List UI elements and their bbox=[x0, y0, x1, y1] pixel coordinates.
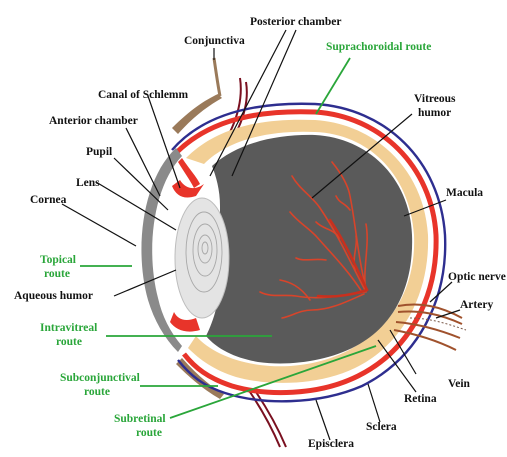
label-topical-route-line1: Topical bbox=[40, 254, 76, 266]
label-lens: Lens bbox=[76, 177, 100, 189]
label-vitreous-humor-line2: humor bbox=[418, 107, 451, 119]
label-subretinal-route-line2: route bbox=[136, 427, 162, 439]
label-subconjunctival-route-line2: route bbox=[84, 386, 110, 398]
label-artery: Artery bbox=[460, 299, 493, 311]
label-episclera: Episclera bbox=[308, 438, 354, 450]
label-cornea: Cornea bbox=[30, 194, 67, 206]
label-pupil: Pupil bbox=[86, 146, 112, 158]
label-intravitreal-route-line2: route bbox=[56, 336, 82, 348]
label-aqueous-humor: Aqueous humor bbox=[14, 290, 93, 302]
label-topical-route-line2: route bbox=[44, 268, 70, 280]
label-anterior-chamber: Anterior chamber bbox=[49, 115, 138, 127]
label-intravitreal-route-line1: Intravitreal bbox=[40, 322, 97, 334]
label-suprachoroidal-route: Suprachoroidal route bbox=[326, 41, 431, 53]
label-optic-nerve: Optic nerve bbox=[448, 271, 506, 283]
label-vein: Vein bbox=[448, 378, 471, 390]
label-posterior-chamber: Posterior chamber bbox=[250, 16, 341, 28]
label-subretinal-route-line1: Subretinal bbox=[114, 413, 166, 425]
label-canal-of-schlemm: Canal of Schlemm bbox=[98, 89, 189, 101]
label-retina: Retina bbox=[404, 393, 437, 405]
label-vitreous-humor-line1: Vitreous bbox=[414, 93, 456, 105]
label-conjunctiva: Conjunctiva bbox=[184, 35, 245, 47]
label-subconjunctival-route-line1: Subconjunctival bbox=[60, 372, 140, 384]
lens bbox=[175, 198, 229, 318]
upper-conjunctiva-stem bbox=[214, 58, 220, 96]
label-macula: Macula bbox=[446, 187, 483, 199]
label-sclera: Sclera bbox=[366, 421, 397, 433]
